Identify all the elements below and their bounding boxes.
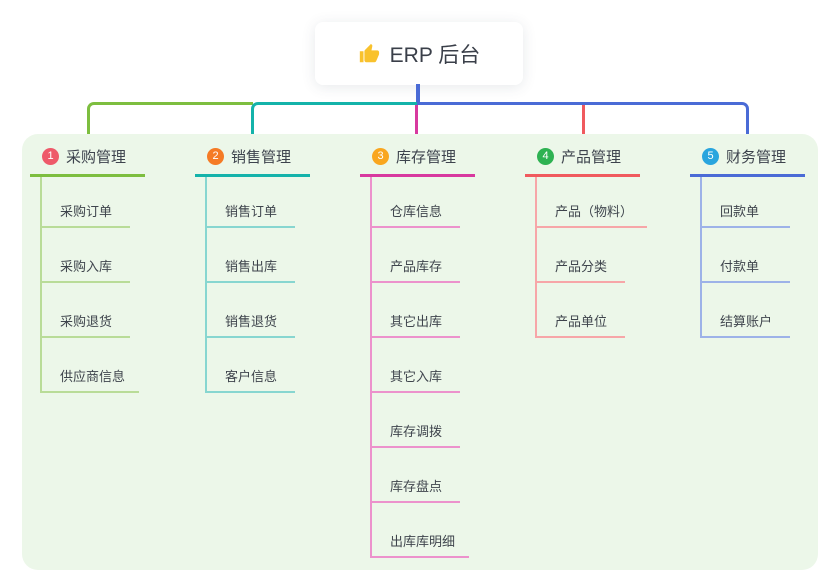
item-label: 产品库存 <box>390 259 443 274</box>
item-label: 其它出库 <box>390 314 443 329</box>
item-node[interactable]: 产品单位 <box>537 283 625 338</box>
item-node[interactable]: 仓库信息 <box>372 177 460 228</box>
item-node[interactable]: 供应商信息 <box>42 338 140 393</box>
branch-items: 产品（物料） 产品分类产品单位 <box>535 177 648 338</box>
item-label: 出库库明细 <box>390 534 456 549</box>
item-label: 供应商信息 <box>60 369 126 384</box>
item-node[interactable]: 采购订单 <box>42 177 130 228</box>
item-node[interactable]: 采购退货 <box>42 283 130 338</box>
branch-node[interactable]: 2 销售管理 <box>195 146 310 177</box>
branch-title: 销售管理 <box>231 149 292 166</box>
item-node[interactable]: 付款单 <box>702 228 790 283</box>
connector-branch-5 <box>417 102 749 143</box>
item-label: 采购退货 <box>60 314 113 329</box>
branch-node[interactable]: 3 库存管理 <box>360 146 475 177</box>
item-node[interactable]: 销售退货 <box>207 283 295 338</box>
item-label: 销售退货 <box>225 314 278 329</box>
connector-branch-3 <box>415 105 418 148</box>
branch-1: 1 采购管理 采购订单采购入库采购退货供应商信息 <box>30 146 145 393</box>
item-label: 产品（物料） <box>555 204 634 219</box>
item-label: 库存盘点 <box>390 479 443 494</box>
branch-index-badge: 5 <box>702 148 719 165</box>
branch-items: 仓库信息产品库存其它出库其它入库库存调拨库存盘点出库库明细 <box>370 177 470 558</box>
item-label: 库存调拨 <box>390 424 443 439</box>
item-label: 仓库信息 <box>390 204 443 219</box>
item-node[interactable]: 产品分类 <box>537 228 625 283</box>
branch-node[interactable]: 4 产品管理 <box>525 146 640 177</box>
branch-index-badge: 1 <box>42 148 59 165</box>
root-title: ERP 后台 <box>389 43 481 67</box>
item-label: 客户信息 <box>225 369 278 384</box>
branch-node[interactable]: 1 采购管理 <box>30 146 145 177</box>
item-label: 产品分类 <box>555 259 608 274</box>
item-node[interactable]: 出库库明细 <box>372 503 470 558</box>
branch-5: 5 财务管理 回款单付款单结算账户 <box>690 146 805 338</box>
branch-items: 回款单付款单结算账户 <box>700 177 790 338</box>
branch-node[interactable]: 5 财务管理 <box>690 146 805 177</box>
item-node[interactable]: 采购入库 <box>42 228 130 283</box>
connector-branch-2 <box>251 102 418 141</box>
item-label: 回款单 <box>720 204 760 219</box>
root-stem-connector <box>416 84 420 105</box>
branch-title: 产品管理 <box>561 149 622 166</box>
item-label: 销售订单 <box>225 204 278 219</box>
item-label: 付款单 <box>720 259 760 274</box>
item-label: 其它入库 <box>390 369 443 384</box>
item-label: 结算账户 <box>720 314 773 329</box>
branch-4: 4 产品管理 产品（物料） 产品分类产品单位 <box>525 146 648 338</box>
item-node[interactable]: 结算账户 <box>702 283 790 338</box>
item-node[interactable]: 库存盘点 <box>372 448 460 503</box>
connector-branch-4 <box>582 105 585 147</box>
branch-title: 库存管理 <box>396 149 457 166</box>
branch-2: 2 销售管理 销售订单销售出库销售退货客户信息 <box>195 146 310 393</box>
connector-branch-1 <box>87 102 253 141</box>
item-node[interactable]: 回款单 <box>702 177 790 228</box>
item-label: 采购订单 <box>60 204 113 219</box>
root-node[interactable]: ERP 后台 <box>315 22 523 85</box>
item-node[interactable]: 销售出库 <box>207 228 295 283</box>
item-node[interactable]: 客户信息 <box>207 338 295 393</box>
item-node[interactable]: 产品库存 <box>372 228 460 283</box>
item-node[interactable]: 库存调拨 <box>372 393 460 448</box>
item-node[interactable]: 其它入库 <box>372 338 460 393</box>
branch-3: 3 库存管理 仓库信息产品库存其它出库其它入库库存调拨库存盘点出库库明细 <box>360 146 475 558</box>
item-node[interactable]: 产品（物料） <box>537 177 648 228</box>
item-label: 采购入库 <box>60 259 113 274</box>
branch-title: 采购管理 <box>66 149 127 166</box>
item-label: 销售出库 <box>225 259 278 274</box>
branches-panel <box>22 134 818 570</box>
branch-items: 销售订单销售出库销售退货客户信息 <box>205 177 295 393</box>
branch-index-badge: 4 <box>537 148 554 165</box>
item-node[interactable]: 销售订单 <box>207 177 295 228</box>
thumbs-up-icon <box>358 43 380 65</box>
branch-index-badge: 3 <box>372 148 389 165</box>
branch-title: 财务管理 <box>726 149 787 166</box>
item-label: 产品单位 <box>555 314 608 329</box>
branch-items: 采购订单采购入库采购退货供应商信息 <box>40 177 140 393</box>
item-node[interactable]: 其它出库 <box>372 283 460 338</box>
branch-index-badge: 2 <box>207 148 224 165</box>
